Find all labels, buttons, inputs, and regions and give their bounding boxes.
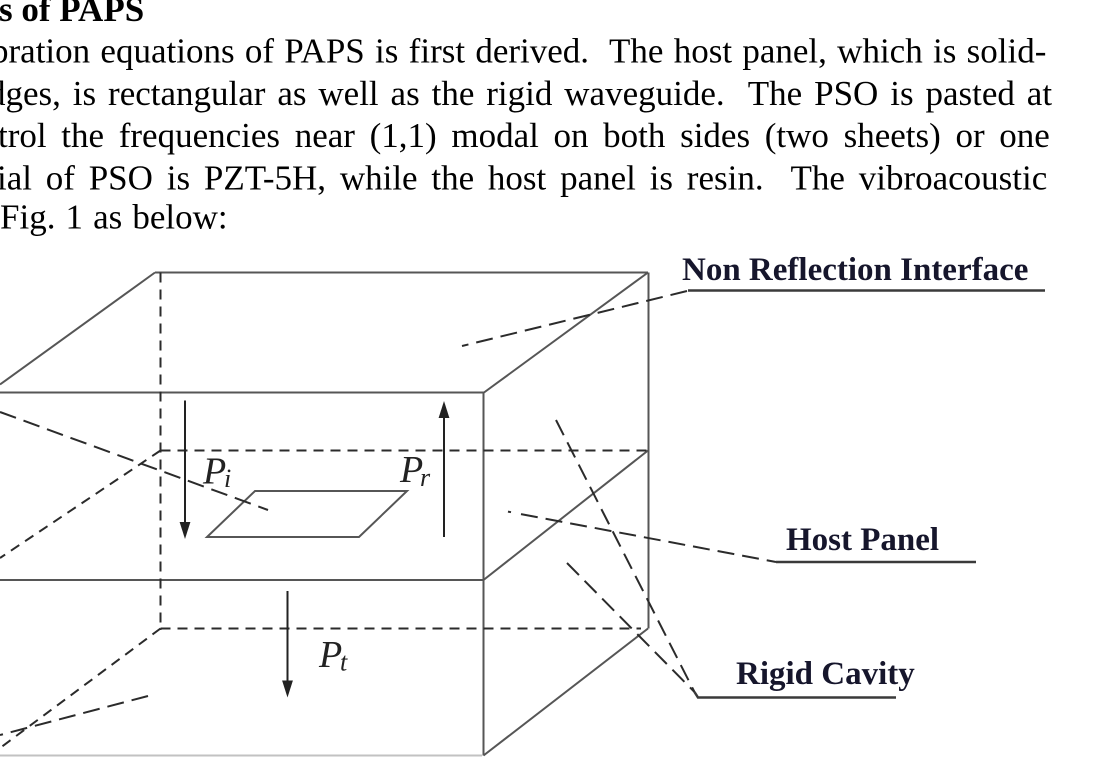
svg-text:P: P bbox=[318, 634, 342, 676]
svg-text:ial of PSO is PZT-5H, while th: ial of PSO is PZT-5H, while the host pan… bbox=[0, 158, 1047, 197]
svg-text:bration equations of PAPS is f: bration equations of PAPS is first deriv… bbox=[0, 32, 1046, 71]
svg-text:Host Panel: Host Panel bbox=[786, 522, 939, 558]
svg-text:r: r bbox=[420, 463, 431, 492]
svg-text:dges, is rectangular as well a: dges, is rectangular as well as the rigi… bbox=[0, 74, 1052, 113]
svg-text:P: P bbox=[399, 449, 423, 491]
svg-text:i: i bbox=[224, 464, 231, 493]
svg-text:Fig. 1 as below:: Fig. 1 as below: bbox=[0, 197, 228, 236]
svg-text:t: t bbox=[340, 648, 348, 677]
svg-text:trol the frequencies near (1,1: trol the frequencies near (1,1) modal on… bbox=[0, 116, 1050, 155]
svg-text:Non Reflection Interface: Non Reflection Interface bbox=[682, 252, 1028, 288]
svg-text:s of PAPS: s of PAPS bbox=[0, 0, 144, 29]
svg-text:Rigid Cavity: Rigid Cavity bbox=[736, 656, 915, 692]
svg-text:P: P bbox=[202, 451, 226, 493]
